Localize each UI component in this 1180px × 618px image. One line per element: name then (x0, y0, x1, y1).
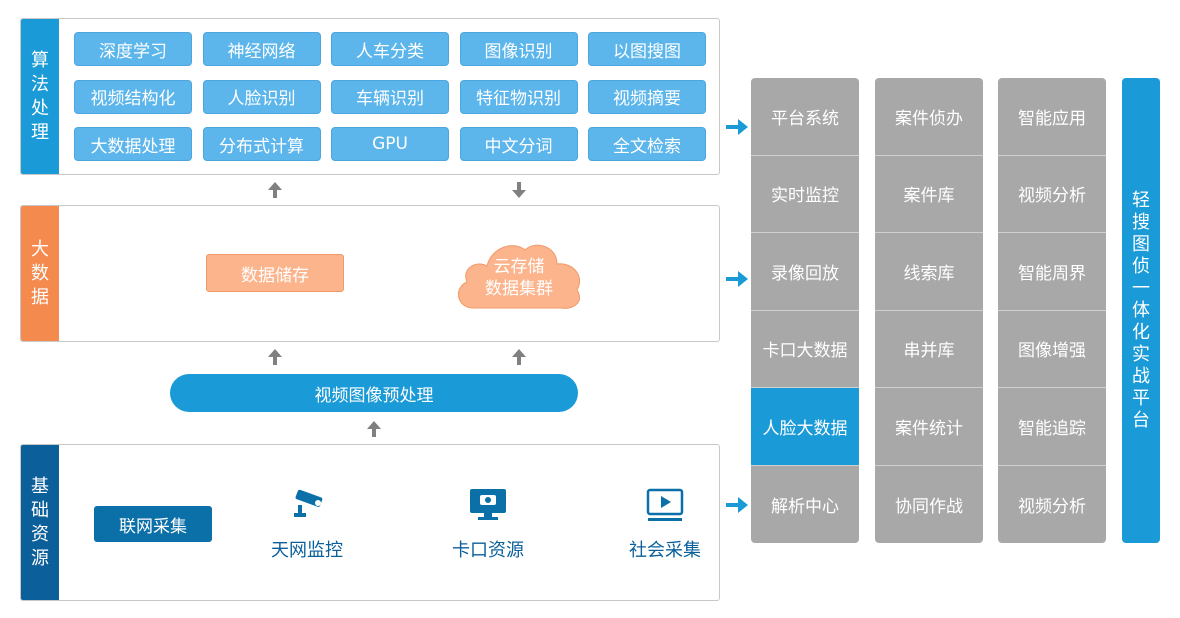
column-cell[interactable]: 案件侦办 (875, 78, 983, 156)
cctv-camera-icon (294, 489, 323, 517)
algorithm-item[interactable]: 以图搜图 (588, 32, 706, 66)
algorithm-item[interactable]: 神经网络 (202, 32, 321, 66)
algorithm-item[interactable]: 图像识别 (459, 32, 578, 66)
column-cell[interactable]: 视频分析 (1018, 496, 1086, 517)
algorithm-item[interactable]: 特征物识别 (459, 79, 578, 114)
algorithm-item[interactable]: 大数据处理 (74, 127, 192, 161)
bigdata-label-char: 大 (31, 238, 49, 260)
arrow-up-icon (268, 182, 282, 198)
bigdata-panel: 大 数 据 数据储存 云存储 数据集群 (20, 205, 720, 342)
algorithm-label-char: 法 (31, 73, 49, 95)
bigdata-label-char: 数 (31, 262, 49, 284)
base-label-char: 源 (31, 547, 49, 569)
platform-title: 轻搜图侦一体化实战平台 (1122, 78, 1160, 543)
base-label-char: 础 (31, 499, 49, 521)
algorithm-side-label: 算 法 处 理 (21, 19, 59, 174)
data-storage-label: 数据储存 (241, 265, 309, 286)
platform-title-char: 侦 (1132, 255, 1150, 277)
arrow-up-icon (512, 349, 526, 365)
preprocess-label: 视频图像预处理 (314, 385, 434, 406)
base-label-char: 资 (31, 523, 49, 545)
base-side-label: 基 础 资 源 (21, 445, 59, 600)
source-label: 卡口资源 (452, 540, 524, 561)
algorithm-item[interactable]: 视频摘要 (588, 79, 706, 114)
preprocess-pill[interactable]: 视频图像预处理 (170, 374, 578, 412)
column-cell[interactable]: 平台系统 (751, 78, 859, 156)
monitor-camera-icon (470, 489, 506, 520)
column-cell[interactable]: 人脸大数据 (751, 388, 859, 466)
algorithm-item[interactable]: 视频结构化 (74, 79, 192, 114)
column-cell[interactable]: 案件库 (875, 156, 983, 233)
column-cell[interactable]: 卡口大数据 (751, 311, 859, 388)
bigdata-side-label: 大 数 据 (21, 206, 59, 341)
base-panel: 基 础 资 源 联网采集 天网监控 卡口资源 社会采集 (20, 444, 720, 601)
cloud-line1: 云存储 (493, 257, 545, 277)
bigdata-label-char: 据 (31, 286, 49, 308)
collect-button[interactable]: 联网采集 (94, 506, 212, 542)
data-storage-box[interactable]: 数据储存 (206, 254, 344, 292)
column-cell[interactable]: 智能周界 (998, 233, 1106, 311)
column-cell[interactable]: 案件统计 (875, 388, 983, 466)
video-play-icon (646, 488, 684, 521)
column-cell[interactable]: 智能追踪 (998, 388, 1106, 466)
algorithm-label-char: 理 (31, 121, 49, 143)
platform-title-char: 战 (1132, 365, 1150, 387)
arrow-right-icon (726, 119, 748, 135)
cloud-line2: 数据集群 (485, 279, 553, 299)
algorithm-item[interactable]: 车辆识别 (331, 79, 449, 114)
algorithm-label-char: 算 (31, 49, 49, 71)
platform-title-char: 实 (1132, 343, 1150, 365)
platform-title-char: 台 (1132, 409, 1150, 431)
column-cell[interactable]: 视频分析 (998, 156, 1106, 233)
source-label: 社会采集 (629, 540, 701, 561)
algorithm-item[interactable]: 深度学习 (74, 32, 192, 66)
collect-button-label: 联网采集 (119, 516, 187, 537)
cloud-icon (458, 244, 581, 309)
platform-title-char: 轻 (1132, 189, 1150, 211)
platform-title-char: 体 (1132, 299, 1150, 321)
column-cell[interactable]: 录像回放 (751, 233, 859, 311)
column-cell[interactable]: 协同作战 (895, 496, 963, 517)
platform-column: 平台系统实时监控录像回放卡口大数据人脸大数据解析中心 (751, 78, 859, 543)
platform-title-char: 平 (1132, 387, 1150, 409)
smart-app-column: 智能应用视频分析智能周界图像增强智能追踪视频分析 (998, 78, 1106, 543)
column-cell[interactable]: 线索库 (875, 233, 983, 311)
platform-title-char: 搜 (1132, 211, 1150, 233)
algorithm-item[interactable]: 人脸识别 (202, 79, 321, 114)
cloud-text: 云存储 数据集群 (453, 256, 585, 300)
arrow-up-icon (367, 421, 381, 437)
column-cell[interactable]: 实时监控 (751, 156, 859, 233)
case-column: 案件侦办案件库线索库串并库案件统计协同作战 (875, 78, 983, 543)
platform-title-char: 一 (1132, 277, 1150, 299)
column-cell[interactable]: 智能应用 (998, 78, 1106, 156)
algorithm-panel: 算 法 处 理 深度学习神经网络人车分类图像识别以图搜图视频结构化人脸识别车辆识… (20, 18, 720, 175)
algorithm-item[interactable]: GPU (331, 127, 449, 161)
arrow-right-icon (726, 497, 748, 513)
arrow-right-icon (726, 271, 748, 287)
platform-title-char: 化 (1132, 321, 1150, 343)
algorithm-label-char: 处 (31, 97, 49, 119)
platform-title-char: 图 (1132, 233, 1150, 255)
algorithm-item[interactable]: 分布式计算 (202, 127, 321, 161)
arrow-up-icon (268, 349, 282, 365)
algorithm-item[interactable]: 中文分词 (459, 127, 578, 161)
column-cell[interactable]: 解析中心 (771, 496, 839, 517)
algorithm-item[interactable]: 全文检索 (588, 127, 706, 161)
column-cell[interactable]: 串并库 (875, 311, 983, 388)
algorithm-item[interactable]: 人车分类 (331, 32, 449, 66)
arrow-down-icon (512, 182, 526, 198)
source-label: 天网监控 (271, 540, 343, 561)
column-cell[interactable]: 图像增强 (998, 311, 1106, 388)
base-label-char: 基 (31, 475, 49, 497)
